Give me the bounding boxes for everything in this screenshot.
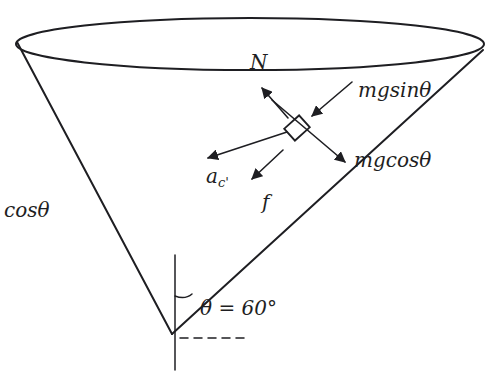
friction-arrow [252,150,283,179]
angle-arc [175,294,192,298]
angle-label: θ = 60° [200,298,277,318]
cone-side [172,50,483,334]
force-label: mgsinθ [358,80,431,100]
friction-label: f [262,192,269,212]
length-label: cosθ [4,200,50,220]
acceleration-arrow [208,132,287,158]
mgcos-arrow [272,100,345,162]
dashed-line [180,337,245,339]
force-label: mgcosθ [354,150,431,170]
acceleration-label: a [206,166,218,186]
force-label: N [250,52,268,72]
cone-side [17,42,172,334]
acceleration-subscript: c' [218,176,229,189]
axis-line [174,255,176,370]
mgsin-arrow [312,82,352,116]
